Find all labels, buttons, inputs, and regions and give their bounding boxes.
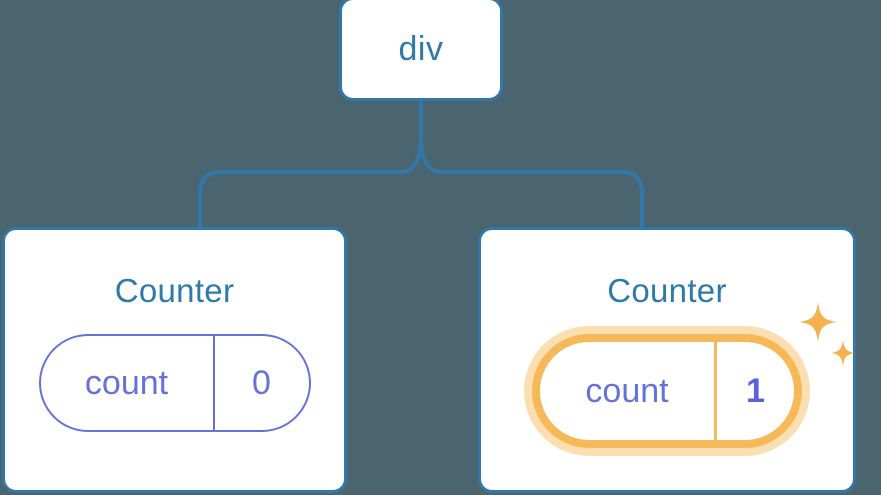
sparkle-icon	[831, 340, 855, 366]
tree-node-div-label: div	[398, 30, 444, 68]
tree-node-div[interactable]: div	[339, 0, 503, 101]
state-pill-count-0[interactable]: count 0	[38, 334, 311, 432]
state-value-label: 0	[252, 364, 271, 402]
state-value-label: 1	[746, 372, 765, 410]
state-pill-wrapper-left: count 0	[38, 334, 311, 432]
connector-branch-left	[198, 134, 423, 229]
connector-branch-right	[419, 134, 644, 229]
state-key-label: count	[585, 372, 669, 410]
component-title: Counter	[607, 272, 727, 309]
component-card-counter-left[interactable]: Counter count 0	[2, 227, 347, 493]
state-pill-wrapper-right: count 1	[532, 302, 855, 448]
sparkle-icon	[799, 302, 837, 342]
state-pill-divider	[212, 336, 215, 430]
component-title: Counter	[114, 272, 235, 309]
state-key-label: count	[84, 364, 169, 402]
component-card-counter-right[interactable]: Counter count 1	[478, 227, 856, 493]
state-pill-count-1[interactable]: count 1	[532, 334, 802, 448]
state-pill-divider	[714, 342, 717, 440]
sparkle-group	[799, 302, 855, 366]
